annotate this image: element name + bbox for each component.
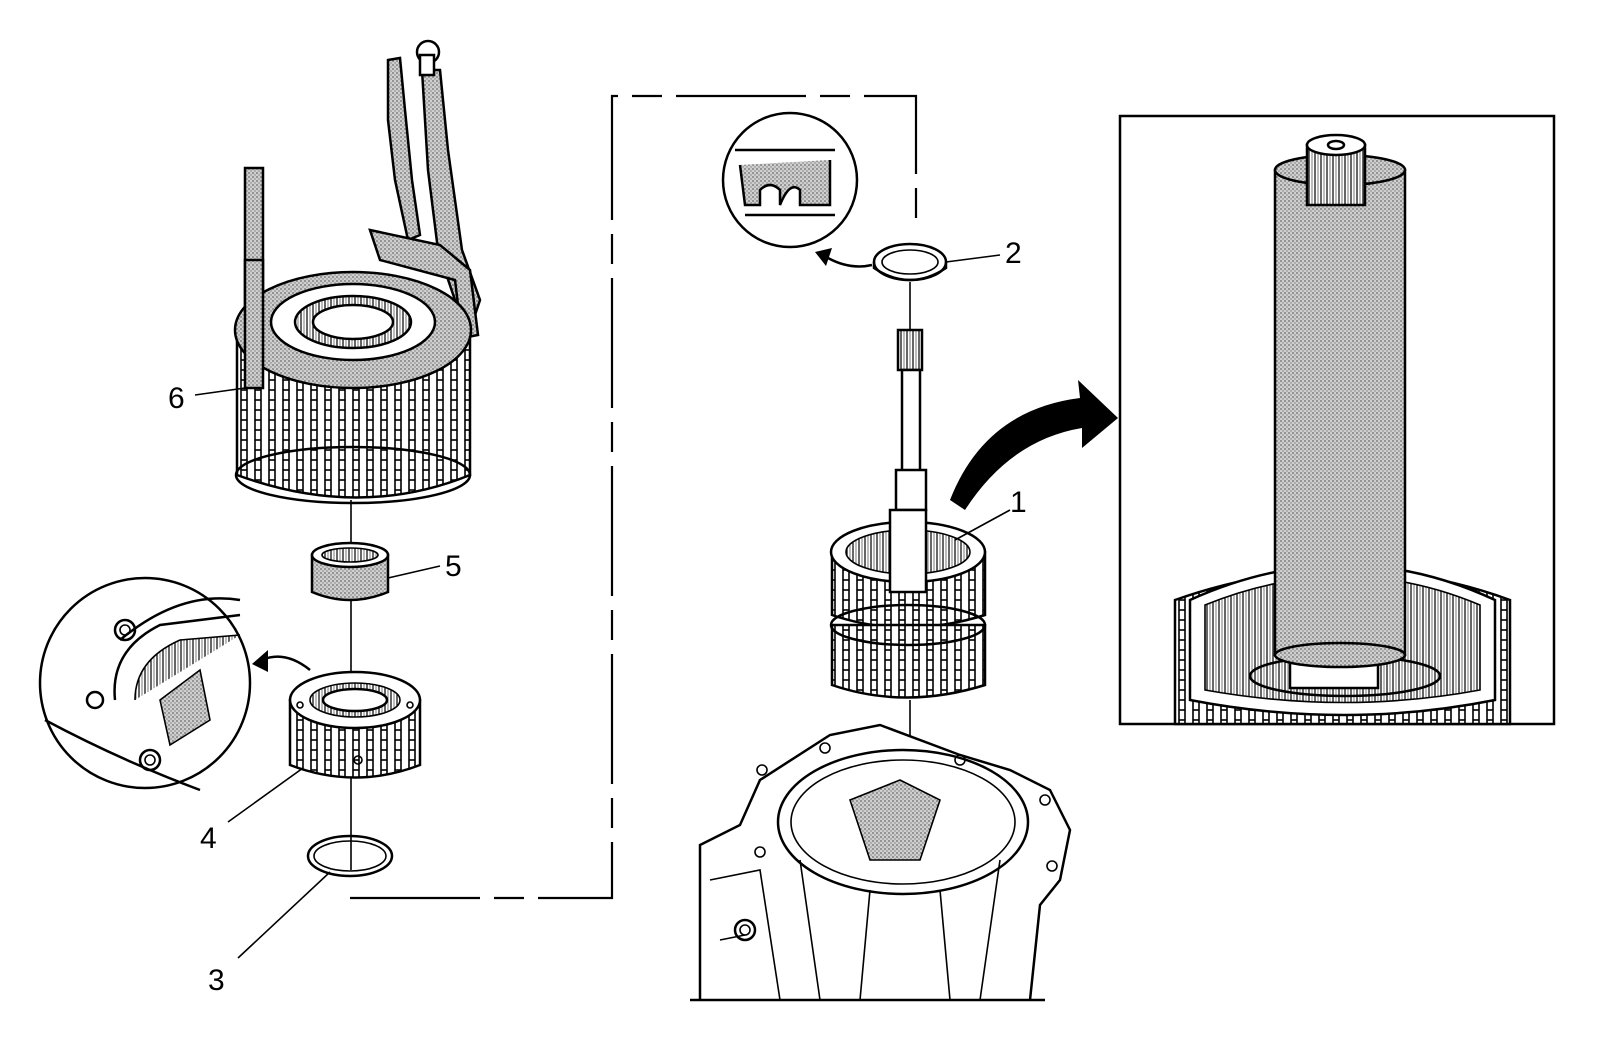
- callout-number-2: 2: [1005, 237, 1022, 270]
- callout-4: 4: [200, 767, 304, 855]
- detail-view-tool-installed: [1118, 114, 1556, 726]
- transmission-case: [690, 723, 1072, 1002]
- callout-number-5: 5: [445, 550, 462, 583]
- part-2-seal-ring: [872, 242, 948, 282]
- part-3-snap-ring: [306, 834, 394, 878]
- callout-number-3: 3: [208, 964, 225, 997]
- curved-arrow-icon: [261, 655, 311, 671]
- part-4-carrier: [288, 670, 422, 779]
- callout-6: 6: [168, 382, 246, 415]
- part-1-shaft-and-drum: [829, 328, 987, 699]
- callout-1: 1: [954, 486, 1027, 541]
- detail-view-seal: [721, 111, 859, 249]
- assembly-path-frame: [350, 94, 918, 900]
- curved-arrow-head-2: [815, 248, 832, 266]
- detail-view-carrier: [38, 576, 252, 792]
- callout-number-4: 4: [200, 822, 217, 855]
- callout-5: 5: [387, 550, 462, 583]
- curved-arrow-icon-3: [950, 380, 1118, 510]
- curved-arrow-head: [252, 650, 268, 672]
- part-6-clutch-housing-with-tool: [233, 39, 482, 505]
- callout-2: 2: [945, 237, 1022, 270]
- part-5-bearing: [310, 541, 390, 602]
- callout-number-1: 1: [1010, 486, 1027, 519]
- callout-3: 3: [208, 871, 331, 997]
- callout-number-6: 6: [168, 382, 185, 415]
- curved-arrow-icon-2: [827, 256, 873, 268]
